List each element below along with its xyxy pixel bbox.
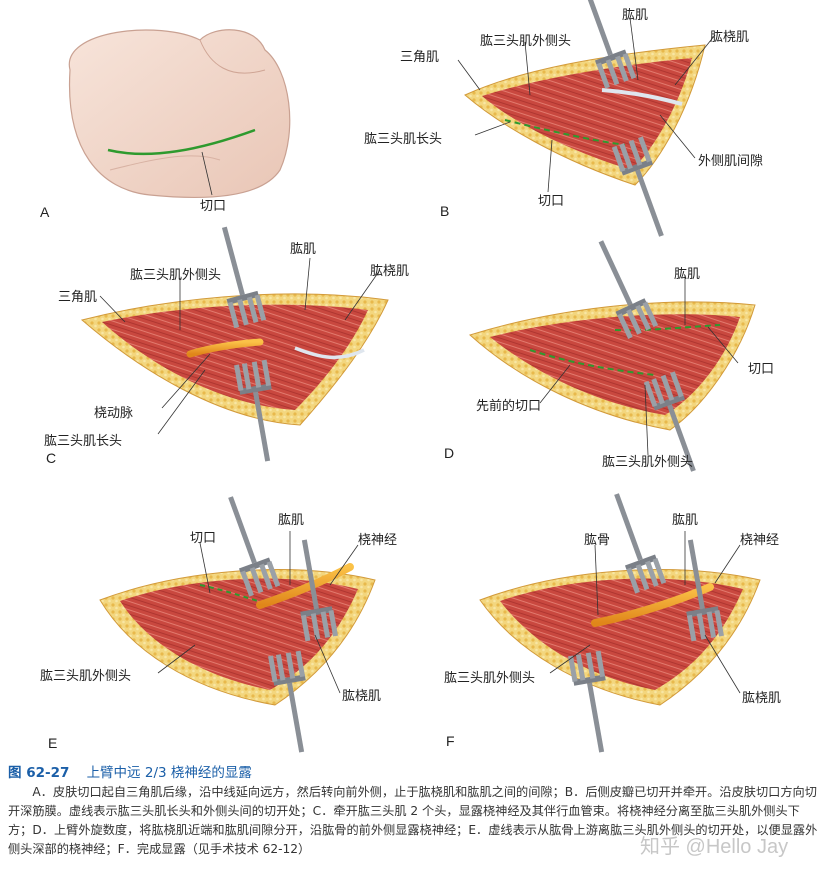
panel-a: 切口 A <box>40 10 340 220</box>
figure-number: 图 62-27 <box>8 765 70 781</box>
surgical-illustration-b <box>457 0 716 242</box>
label-triceps-long: 肱三头肌长头 <box>44 434 123 449</box>
panel-letter-d: D <box>444 445 455 461</box>
incision-line <box>107 128 256 156</box>
panel-letter-f: F <box>446 733 455 749</box>
figure-title: 上臂中远 2/3 桡神经的显露 <box>86 765 252 781</box>
label-humerus: 肱骨 <box>584 533 611 548</box>
panel-e: 切口 肱肌 桡神经 肱三头肌外侧头 肱桡肌 E <box>20 491 420 755</box>
label-deltoid: 三角肌 <box>400 50 440 65</box>
label-triceps-lateral: 肱三头肌外侧头 <box>130 268 222 283</box>
figure-caption: 图 62-27 上臂中远 2/3 桡神经的显露 A．皮肤切口起自三角肌后缘，沿中… <box>8 764 823 859</box>
label-lateral-septum: 外侧肌间隙 <box>698 154 764 169</box>
label-radial-nerve: 桡神经 <box>740 533 780 548</box>
label-triceps-lateral: 肱三头肌外侧头 <box>40 669 132 684</box>
label-triceps-lateral: 肱三头肌外侧头 <box>480 34 572 49</box>
arm-illustration <box>68 29 291 199</box>
label-incision: 切口 <box>748 362 775 377</box>
label-incision: 切口 <box>538 194 565 209</box>
label-brachialis: 肱肌 <box>290 242 317 257</box>
label-triceps-lateral: 肱三头肌外侧头 <box>444 671 536 686</box>
label-deltoid: 三角肌 <box>58 290 98 305</box>
label-brachialis: 肱肌 <box>622 8 649 23</box>
label-brachialis: 肱肌 <box>278 513 305 528</box>
watermark: 知乎 @Hello Jay <box>640 836 789 858</box>
label-brachioradialis: 肱桡肌 <box>342 689 382 704</box>
caption-title-row: 图 62-27 上臂中远 2/3 桡神经的显露 <box>8 764 823 783</box>
surgical-illustration-e <box>99 491 376 755</box>
panel-f: 肱骨 肱肌 桡神经 肱三头肌外侧头 肱桡肌 F <box>440 488 830 755</box>
panel-c: 三角肌 肱三头肌外侧头 肱肌 肱桡肌 桡动脉 肱三头肌长头 C <box>20 222 420 470</box>
label-brachialis: 肱肌 <box>672 513 699 528</box>
label-triceps-lateral: 肱三头肌外侧头 <box>602 455 694 470</box>
panel-letter-b: B <box>440 203 450 219</box>
panel-letter-c: C <box>46 450 57 466</box>
label-radial-artery: 桡动脉 <box>94 406 134 421</box>
label-incision: 切口 <box>190 531 217 546</box>
label-brachioradialis: 肱桡肌 <box>370 264 410 279</box>
label-incision: 切口 <box>200 199 227 214</box>
label-brachialis: 肱肌 <box>674 267 701 282</box>
surgical-illustration-c <box>80 222 389 464</box>
label-radial-nerve: 桡神经 <box>358 533 398 548</box>
panel-letter-a: A <box>40 204 50 220</box>
panel-d: 肱肌 切口 先前的切口 肱三头肌外侧头 D <box>440 234 830 477</box>
surgical-illustration-f <box>479 488 761 755</box>
surgical-illustration-d <box>469 234 756 477</box>
label-triceps-long: 肱三头肌长头 <box>364 132 443 147</box>
label-brachioradialis: 肱桡肌 <box>742 691 782 706</box>
panel-letter-e: E <box>48 735 58 751</box>
label-prior-incision: 先前的切口 <box>476 399 542 414</box>
panel-b: 三角肌 肱三头肌外侧头 肱肌 肱桡肌 肱三头肌长头 外侧肌间隙 切口 B <box>360 0 830 242</box>
label-brachioradialis: 肱桡肌 <box>710 30 750 45</box>
caption-body: A．皮肤切口起自三角肌后缘，沿中线延向远方，然后转向前外侧，止于肱桡肌和肱肌之间… <box>8 785 818 856</box>
